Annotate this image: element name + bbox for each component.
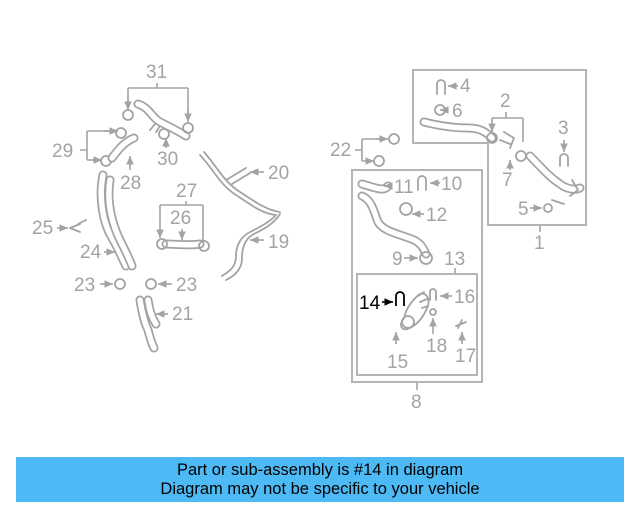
clamp-icon: [182, 122, 194, 134]
label-14-highlighted: 14: [359, 293, 381, 314]
label-30: 30: [157, 149, 178, 170]
label-13: 13: [444, 249, 465, 270]
label-16: 16: [454, 287, 475, 308]
label-26: 26: [170, 208, 191, 229]
label-27: 27: [176, 181, 197, 202]
parts-diagram: 31 29 28 30 24 25: [32, 62, 587, 413]
label-20: 20: [268, 163, 289, 184]
label-4: 4: [460, 76, 471, 97]
label-22: 22: [330, 140, 351, 161]
box-assembly-1: [412, 69, 587, 226]
label-5: 5: [518, 199, 529, 220]
label-17: 17: [455, 346, 476, 367]
part-14-icon: [395, 291, 405, 306]
label-12: 12: [426, 205, 447, 226]
box-assembly-8: [351, 169, 483, 383]
label-19: 19: [268, 232, 289, 253]
info-banner: Part or sub-assembly is #14 in diagram D…: [16, 457, 624, 502]
label-10: 10: [441, 174, 462, 195]
right-assembly: 1 4 6 2 7 3 5 22: [330, 69, 587, 413]
label-2: 2: [500, 91, 511, 112]
label-28: 28: [120, 173, 141, 194]
label-23b: 23: [176, 275, 197, 296]
label-29: 29: [52, 141, 73, 162]
label-31: 31: [146, 62, 167, 83]
label-11: 11: [394, 177, 414, 198]
label-15: 15: [387, 352, 408, 373]
label-6: 6: [452, 101, 463, 122]
label-25: 25: [32, 218, 53, 239]
clamp-icon: [122, 109, 134, 121]
label-9: 9: [392, 249, 403, 270]
label-18: 18: [426, 336, 447, 357]
box-assembly-13: [356, 273, 478, 376]
label-21: 21: [172, 304, 193, 325]
banner-line-2: Diagram may not be specific to your vehi…: [160, 480, 480, 498]
label-7: 7: [502, 170, 513, 191]
label-1: 1: [534, 233, 545, 254]
label-3: 3: [558, 118, 569, 139]
label-8: 8: [411, 392, 422, 413]
left-assembly: 31 29 28 30 24 25: [32, 62, 289, 353]
label-24: 24: [80, 242, 102, 263]
banner-line-1: Part or sub-assembly is #14 in diagram: [176, 461, 464, 479]
label-23a: 23: [74, 275, 95, 296]
